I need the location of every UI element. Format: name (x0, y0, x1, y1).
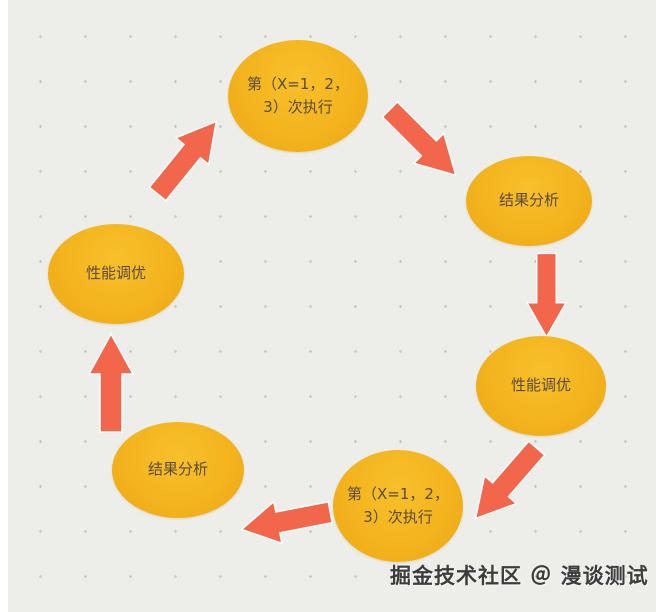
node-label: 性能调优 (85, 264, 146, 283)
arrow-tuning-right-to-exec-bottom (474, 440, 546, 520)
node-performance-tuning-right: 性能调优 (476, 336, 606, 436)
node-label: 结果分析 (147, 460, 208, 479)
watermark-text: 掘金技术社区 ＠ 漫谈测试 (390, 564, 649, 588)
node-execution-top: 第（X=1，2，3）次执行 (228, 40, 368, 152)
node-label: 结果分析 (498, 191, 559, 210)
node-performance-tuning-left: 性能调优 (48, 224, 184, 324)
node-result-analysis-top-right: 结果分析 (466, 156, 592, 246)
node-label: 第（X=1，2，3）次执行 (347, 484, 449, 526)
arrow-tuning-left-to-exec-top (148, 120, 218, 202)
node-execution-bottom: 第（X=1，2，3）次执行 (333, 450, 463, 562)
arrow-exec-bottom-to-analysis-bottom-left (240, 500, 333, 545)
arrow-analysis-bottom-left-to-tuning-left (87, 332, 135, 433)
arrow-analysis-top-right-to-tuning-right (526, 252, 567, 339)
node-result-analysis-bottom-left: 结果分析 (112, 422, 244, 518)
arrow-exec-top-to-analysis-top-right (381, 100, 457, 177)
diagram-canvas: 第（X=1，2，3）次执行 结果分析 性能调优 第（X=1，2，3）次执行 结果… (8, 0, 656, 612)
node-label: 性能调优 (510, 376, 571, 395)
node-label: 第（X=1，2，3）次执行 (247, 74, 349, 116)
